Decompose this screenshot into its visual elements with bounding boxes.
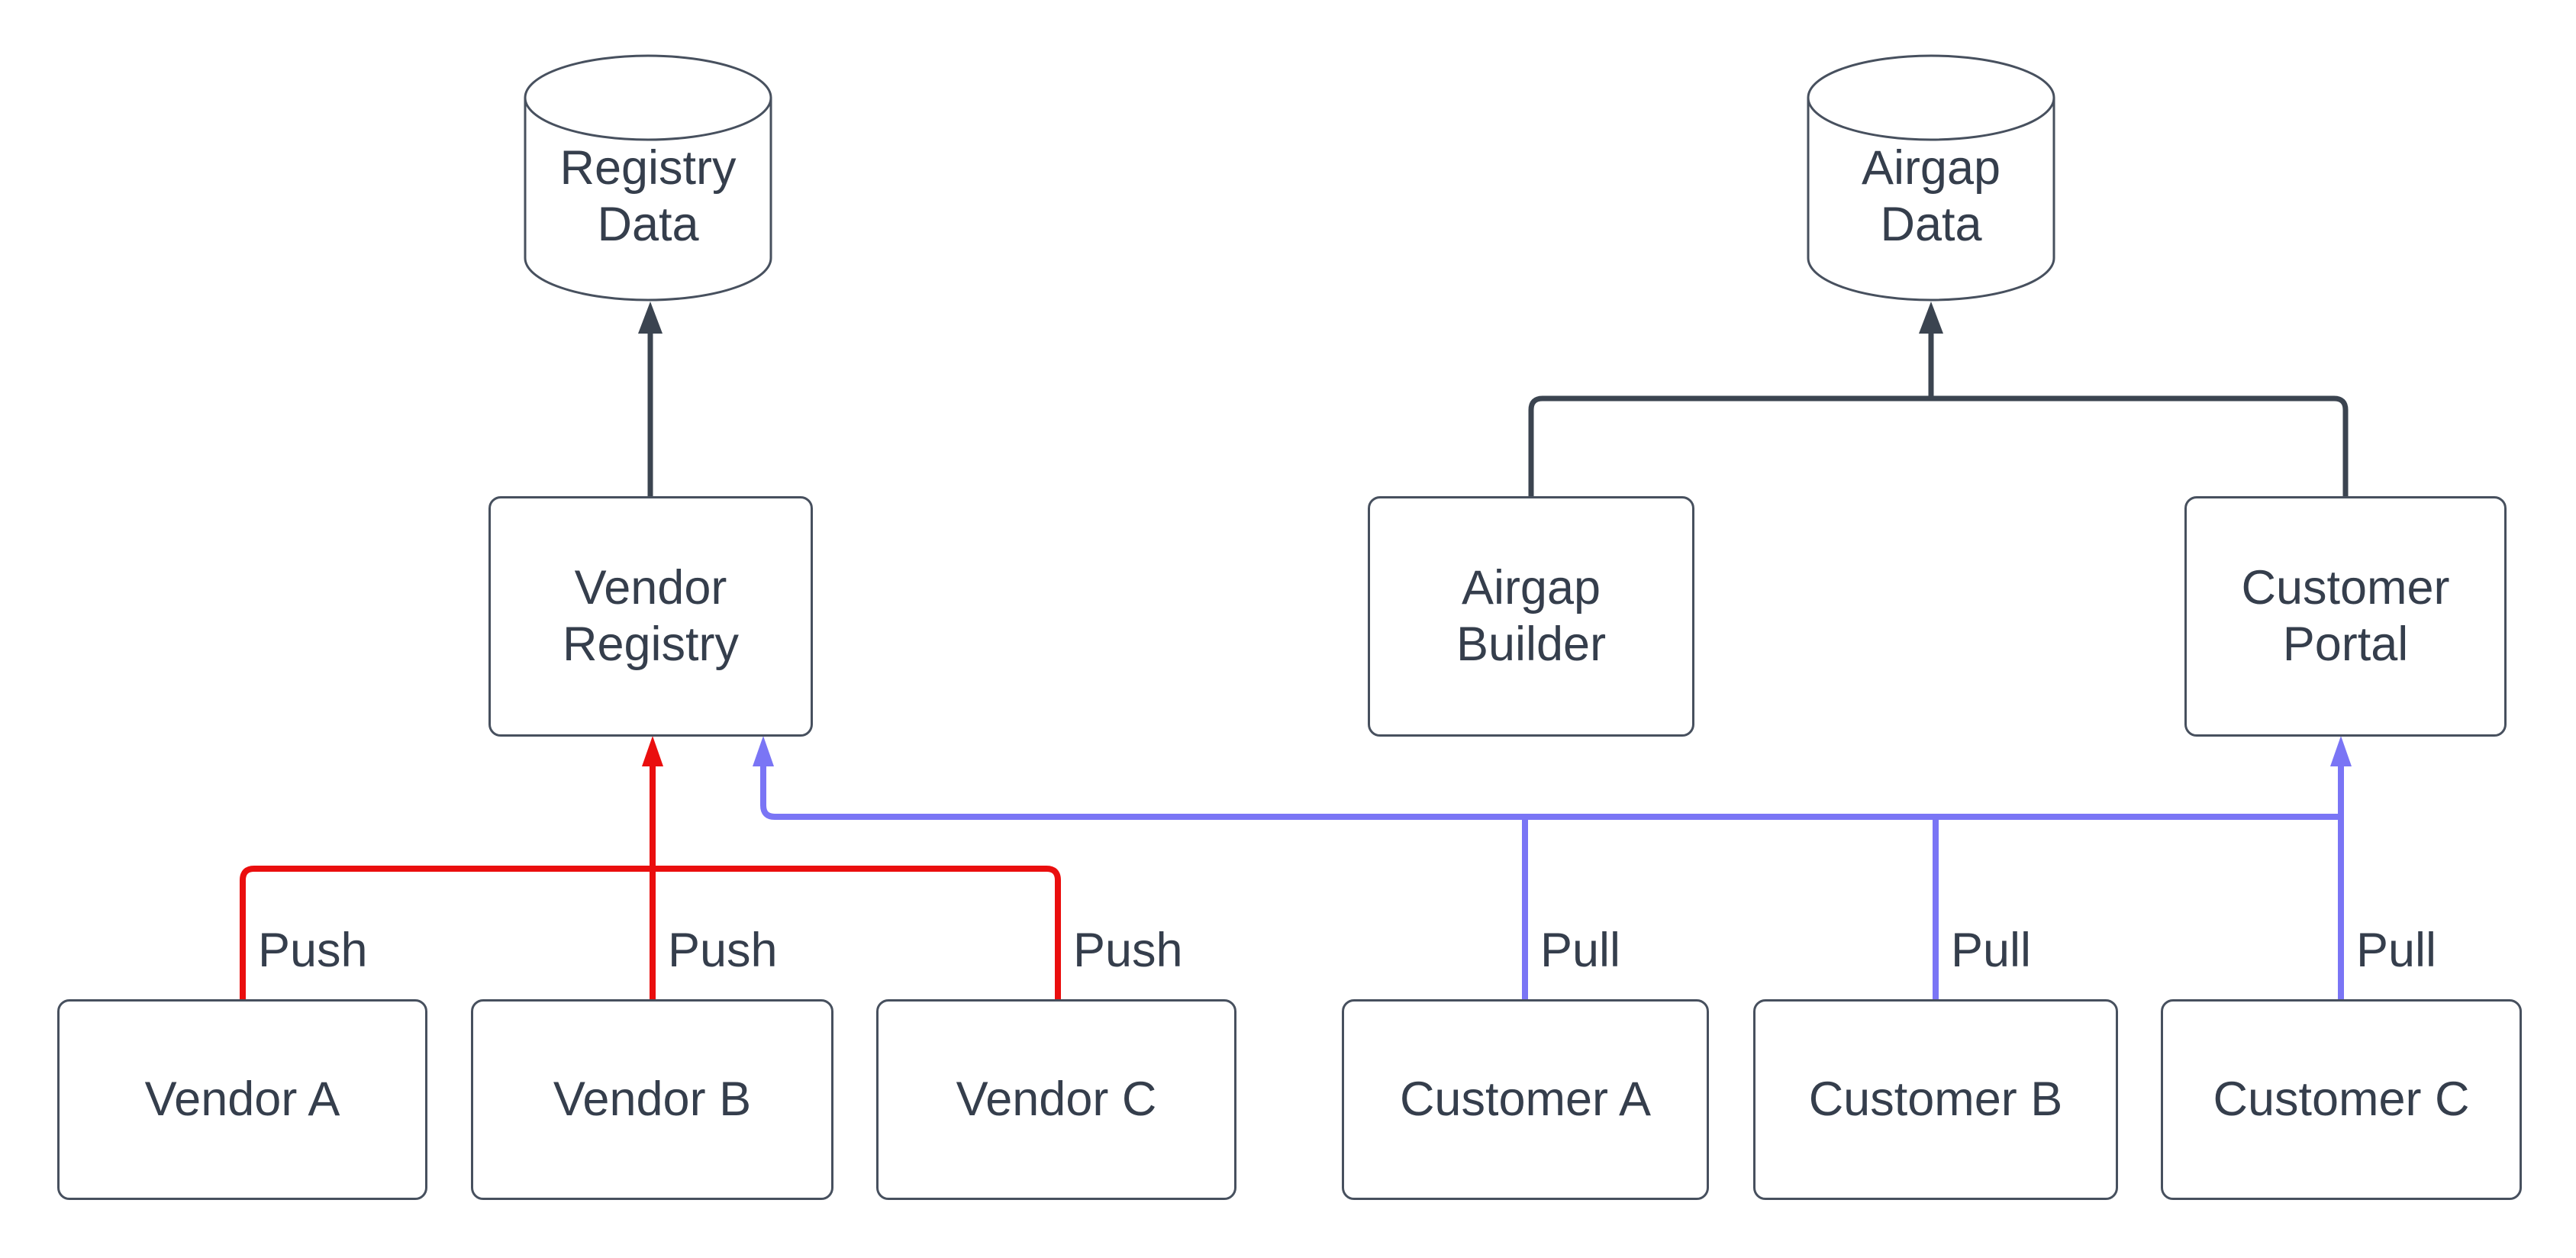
- airgap-data-arrowhead: [1919, 302, 1943, 334]
- customer-portal-label-line2: Portal: [2282, 617, 2409, 671]
- airgap-builder-customer-portal-connector: [1528, 395, 2349, 496]
- vendor-b-label: Vendor B: [553, 1072, 752, 1126]
- customer-a-node: Customer A: [1342, 999, 1709, 1200]
- registry-data-cylinder: [524, 54, 772, 302]
- vendor-a-node: Vendor A: [57, 999, 427, 1200]
- pull-bus-line: [760, 762, 2341, 820]
- customer-a-label: Customer A: [1399, 1072, 1652, 1126]
- customer-c-label: Customer C: [2213, 1072, 2470, 1126]
- registry-data-cylinder-top: [524, 54, 772, 141]
- vendor-b-node: Vendor B: [471, 999, 833, 1200]
- vendor-c-node: Vendor C: [876, 999, 1236, 1200]
- pull-label-customer-c: Pull: [2356, 924, 2437, 977]
- push-label-vendor-b: Push: [668, 924, 778, 977]
- push-arrowhead: [642, 736, 663, 766]
- vendor-a-label: Vendor A: [144, 1072, 340, 1126]
- vendor-registry-label-line1: Vendor: [574, 561, 727, 615]
- airgap-builder-label-line2: Builder: [1456, 617, 1607, 671]
- airgap-data-label-line2: Data: [1880, 197, 1982, 251]
- customer-b-label: Customer B: [1808, 1072, 2063, 1126]
- pull-arrowhead-vendor-registry: [753, 736, 774, 766]
- pull-label-customer-a: Pull: [1540, 924, 1621, 977]
- airgap-data-label: Airgap Data: [1808, 115, 2054, 279]
- registry-data-label-line1: Registry: [559, 141, 737, 195]
- airgap-data-cylinder-body: [1807, 98, 2055, 302]
- push-label-vendor-c: Push: [1073, 924, 1183, 977]
- pull-label-customer-b: Pull: [1951, 924, 2032, 977]
- airgap-builder-label-line1: Airgap: [1461, 561, 1601, 615]
- airgap-data-cylinder: [1807, 54, 2055, 302]
- customer-portal-node: Customer Portal: [2184, 496, 2507, 737]
- vendor-c-label: Vendor C: [956, 1072, 1157, 1126]
- airgap-data-label-line1: Airgap: [1861, 141, 2001, 195]
- vendor-registry-node: Vendor Registry: [488, 496, 813, 737]
- pull-arrowhead-customer-portal: [2330, 736, 2352, 766]
- push-label-vendor-a: Push: [258, 924, 368, 977]
- airgap-data-cylinder-top: [1807, 54, 2055, 141]
- registry-data-label-line2: Data: [597, 197, 699, 251]
- vendor-registry-label-line2: Registry: [562, 617, 740, 671]
- registry-data-cylinder-body: [524, 98, 772, 302]
- airgap-builder-node: Airgap Builder: [1368, 496, 1694, 737]
- customer-portal-label-line1: Customer: [2241, 561, 2450, 615]
- registry-data-arrowhead: [638, 302, 663, 334]
- customer-c-node: Customer C: [2161, 999, 2522, 1200]
- registry-data-label: Registry Data: [525, 115, 771, 279]
- customer-b-node: Customer B: [1753, 999, 2118, 1200]
